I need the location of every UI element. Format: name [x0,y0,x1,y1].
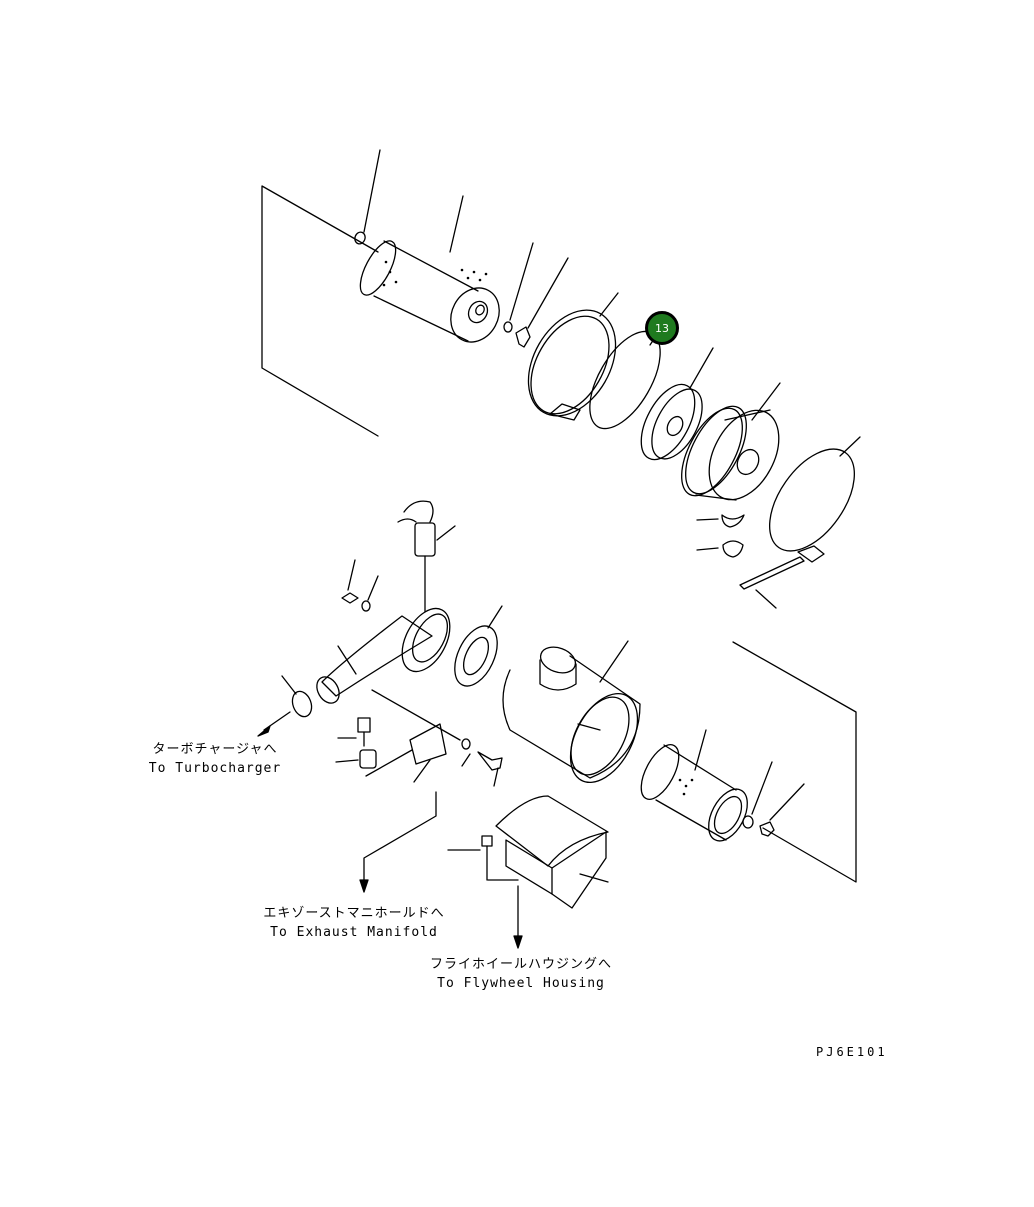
upper-group-bracket [261,185,379,437]
bolt-and-washer-center [461,738,503,787]
label-flywheel-jp: フライホイールハウジングへ [429,957,612,972]
evacuator-valve [640,347,714,461]
label-flywheel-housing: フライホイールハウジングへ To Flywheel Housing [416,955,626,993]
washer-and-wing-nut [503,242,569,348]
label-turbocharger-jp: ターボチャージャへ [152,742,278,757]
gasket [454,605,503,687]
safety-filter-element [359,195,500,343]
drawing-number: PJ6E101 [816,1045,888,1059]
intake-pipe [316,607,451,704]
washer-and-wing-nut-lower [742,761,805,837]
band-clamp-large [739,436,861,609]
flywheel-bracket [447,795,609,909]
air-cleaner-body [502,640,641,784]
label-exhaust-en: To Exhaust Manifold [270,925,438,940]
small-clamps [696,514,745,558]
label-exhaust-manifold: エキゾーストマニホールドへ To Exhaust Manifold [254,904,454,942]
callout-13[interactable]: 13 [645,311,679,345]
dust-indicator-sensor [397,500,456,613]
band-clamp-upper [527,292,619,421]
small-o-ring [354,149,381,245]
mounting-bracket [335,689,461,783]
label-turbocharger: ターボチャージャへ To Turbocharger [140,740,290,778]
label-flywheel-en: To Flywheel Housing [437,976,605,991]
label-exhaust-jp: エキゾーストマニホールドへ [263,906,445,921]
primary-filter-element [640,729,748,842]
hose-clamp [257,675,313,737]
leader-arrows [359,791,523,949]
cover-assembly [681,382,781,501]
nut-and-washer-left [341,559,379,612]
lower-group-bracket [732,641,857,883]
label-turbocharger-en: To Turbocharger [148,761,282,776]
